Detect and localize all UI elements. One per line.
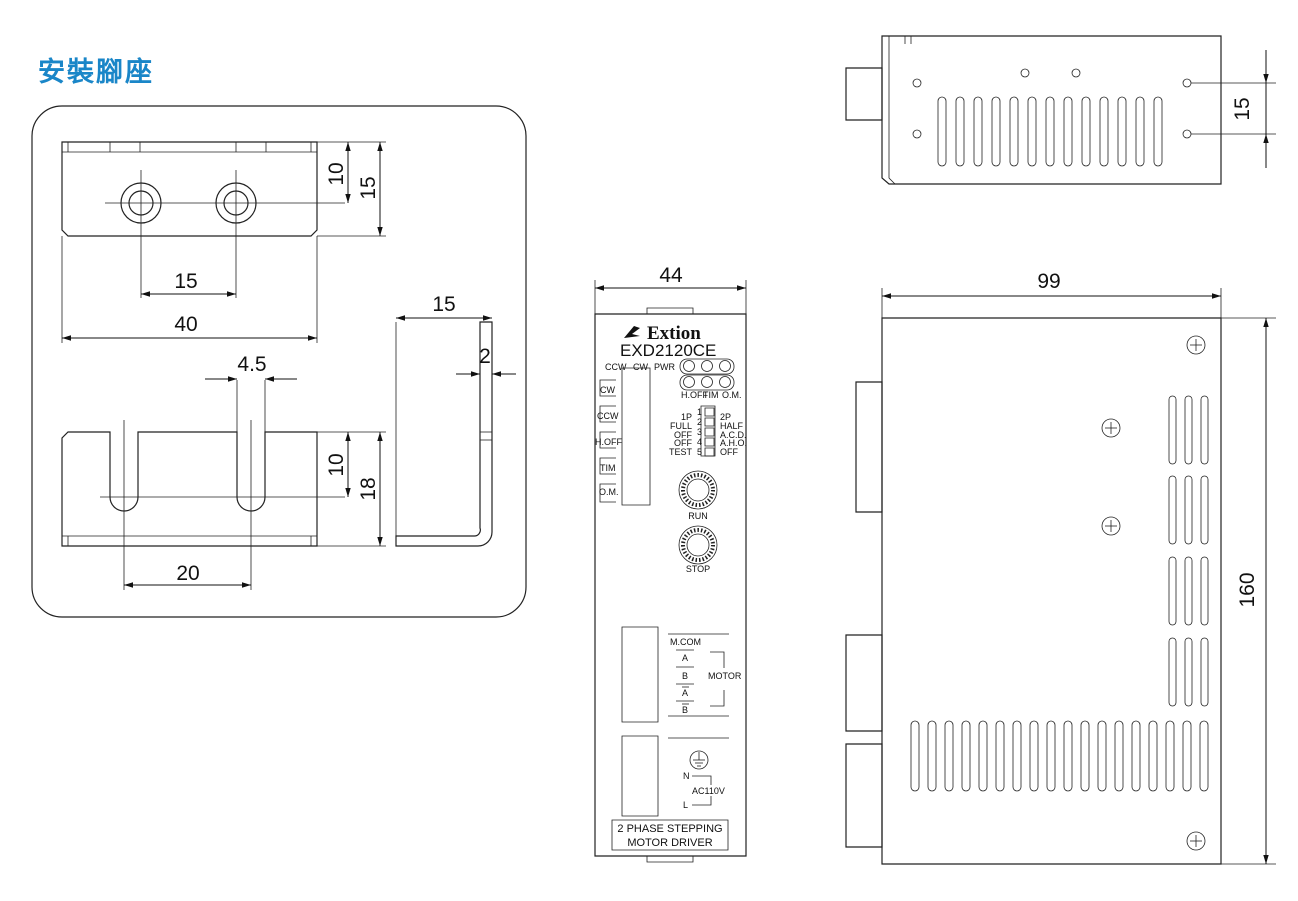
io-label-hoff: H.OFF <box>595 437 622 447</box>
power-label-ac110v: AC110V <box>692 786 725 796</box>
dip-num-4: 4 <box>697 437 702 447</box>
driver-side-view: 99 160 <box>846 270 1276 864</box>
dip-left-3: OFF <box>674 430 692 440</box>
led-label-hoff: H.OFF <box>681 390 708 400</box>
dim-side-depth: 15 <box>432 293 455 316</box>
dim-side-height: 160 <box>1236 572 1259 607</box>
bracket-front-view: 4.5 10 18 20 <box>62 353 386 590</box>
driver-top-view: 15 <box>846 36 1276 184</box>
side-vent-slots-bottom <box>911 721 1208 791</box>
bracket-panel-frame <box>32 106 526 617</box>
rotary-run-label: RUN <box>688 511 708 521</box>
dip-right-4: A.H.O. <box>720 438 747 448</box>
io-label-ccw: CCW <box>597 411 619 421</box>
io-label-om: O.M. <box>599 487 619 497</box>
dim-front-height-outer: 18 <box>357 477 380 500</box>
dip-num-1: 1 <box>697 407 702 417</box>
brand-logo-mark <box>624 326 640 338</box>
led-pwr <box>720 361 731 372</box>
dip-left-2: FULL <box>670 421 692 431</box>
led-label-om: O.M. <box>722 390 742 400</box>
power-label-l: L <box>683 800 688 810</box>
ground-icon <box>690 751 708 769</box>
brand-name: Extion <box>647 323 701 344</box>
rotary-stop-label: STOP <box>686 564 710 574</box>
dip-num-3: 3 <box>697 427 702 437</box>
motor-label-a-bar: A <box>682 688 688 698</box>
led-ccw <box>684 361 695 372</box>
driver-side-panel <box>882 318 1221 864</box>
bracket-side-view: 15 2 <box>396 293 516 546</box>
dip-right-1: 2P <box>720 412 731 422</box>
top-vent-slots <box>938 97 1162 166</box>
driver-front-view: 44 Extion EXD2120CE CCW CW PWR H.OFF TIM… <box>595 264 747 862</box>
motor-label-b: B <box>682 671 688 681</box>
motor-label: MOTOR <box>708 671 742 681</box>
dim-front-width: 44 <box>659 264 683 287</box>
dim-slot-spacing: 20 <box>176 562 199 585</box>
led-tim <box>702 377 713 388</box>
rotary-switch-stop <box>679 526 717 564</box>
io-connector <box>622 368 650 505</box>
power-terminal <box>622 736 658 816</box>
dim-bracket-width: 40 <box>174 313 197 336</box>
motor-label-a: A <box>682 653 688 663</box>
side-vent-slots-vertical <box>1169 396 1208 706</box>
led-cw <box>702 361 713 372</box>
motor-label-mcom: M.COM <box>670 637 701 647</box>
rotary-switch-run <box>679 471 717 509</box>
io-label-tim: TIM <box>600 463 616 473</box>
dim-front-height-inner: 10 <box>325 453 348 476</box>
dim-top-hole-spacing: 15 <box>1231 97 1254 120</box>
led-label-tim: TIM <box>703 390 719 400</box>
io-label-cw: CW <box>600 385 615 395</box>
dip-switch <box>701 406 715 456</box>
bracket-panel: 10 15 15 40 4.5 <box>32 106 526 617</box>
dim-top-height-outer: 15 <box>357 176 380 199</box>
dip-right-3: A.C.D. <box>720 430 747 440</box>
led-label-pwr: PWR <box>654 362 675 372</box>
led-label-ccw: CCW <box>605 362 627 372</box>
led-label-cw: CW <box>633 362 648 372</box>
dip-left-4: OFF <box>674 438 692 448</box>
led-om <box>720 377 731 388</box>
section-title: 安裝腳座 <box>38 56 154 88</box>
dip-right-2: HALF <box>720 421 744 431</box>
model-number: EXD2120CE <box>620 341 716 360</box>
dip-right-5: OFF <box>720 447 738 457</box>
screw-icon <box>1102 336 1205 850</box>
led-hoff <box>684 377 695 388</box>
dim-slot-width: 4.5 <box>237 353 266 376</box>
dim-side-thickness: 2 <box>479 345 491 368</box>
dip-left-5: TEST <box>669 447 693 457</box>
bracket-top-view: 10 15 15 40 <box>62 142 386 343</box>
power-label-n: N <box>683 771 690 781</box>
dip-left-1: 1P <box>681 412 692 422</box>
motor-terminal <box>622 627 658 722</box>
motor-label-b-bar: B <box>682 705 688 715</box>
footer-line-1: 2 PHASE STEPPING <box>617 823 722 835</box>
footer-line-2: MOTOR DRIVER <box>627 837 712 849</box>
dim-side-width: 99 <box>1037 270 1060 293</box>
dip-num-5: 5 <box>697 447 702 457</box>
dim-hole-spacing: 15 <box>174 270 197 293</box>
dim-top-height-inner: 10 <box>325 162 348 185</box>
dip-num-2: 2 <box>697 417 702 427</box>
